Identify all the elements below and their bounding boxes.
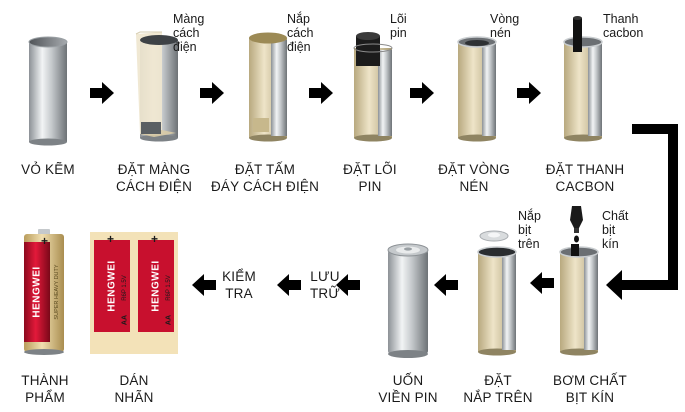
insulating-membrane-can-image (132, 30, 182, 142)
brand-text: HENGWEI (31, 266, 43, 318)
process-arrow-icon (200, 82, 224, 104)
process-arrow-left-icon (192, 274, 216, 296)
note-nap-bit-tren: Nắp bịt trên (518, 209, 541, 251)
size-text: AA (165, 314, 173, 326)
process-arrow-left-icon (434, 274, 458, 296)
step-label-uon-vien-pin: UỐN VIỀN PIN (378, 373, 438, 405)
process-arrow-icon (90, 82, 114, 104)
curled-edge-can-image (386, 240, 430, 362)
sealant-injection-can-image (556, 206, 602, 358)
process-arrow-icon (309, 82, 333, 104)
insulating-plate-can-image (245, 30, 291, 142)
step-label-dat-nap-tren: ĐẶT NẮP TRÊN (463, 373, 533, 405)
process-arrow-left-icon (336, 274, 360, 296)
model-text: R6P 1.5V (122, 275, 128, 301)
step-label-dat-tam-day-cach-dien: ĐẶT TẤM ĐÁY CÁCH ĐIỆN (210, 162, 320, 194)
step-label-dat-vong-nen: ĐẶT VÒNG NÉN (438, 162, 510, 194)
step-label-dat-mang-cach-dien: ĐẶT MÀNG CÁCH ĐIỆN (115, 162, 193, 194)
step-label-dat-loi-pin: ĐẶT LÕI PIN (343, 162, 397, 194)
note-loi-pin: Lõi pin (390, 12, 407, 40)
brand-text: HENGWEI (150, 260, 162, 312)
process-arrow-left-icon (277, 274, 301, 296)
model-text: R6P 1.5V (166, 275, 172, 301)
step-label-vo-kem: VỎ KẼM (21, 162, 75, 177)
process-arrow-icon (517, 82, 541, 104)
top-cap-can-image (472, 226, 522, 358)
finished-battery-image: + HENGWEI SUPER HEAVY DUTY (22, 228, 66, 356)
battery-core-can-image (350, 30, 396, 142)
size-text: AA (121, 314, 129, 326)
step-label-dan-nhan: DÁN NHÃN (114, 373, 154, 405)
step-label-dat-thanh-cacbon: ĐẶT THANH CACBON (545, 162, 625, 194)
plus-sign: + (107, 232, 115, 246)
step-label-kiem-tra: KIỂM TRA (222, 269, 256, 301)
note-vong-nen: Vòng nén (490, 12, 520, 40)
plus-sign: + (41, 234, 49, 248)
brand-text: HENGWEI (106, 260, 118, 312)
note-chat-bit-kin: Chất bịt kín (602, 209, 629, 251)
process-arrow-icon (410, 82, 434, 104)
row-connector-arrow-icon (600, 124, 680, 304)
note-thanh-cacbon: Thanh cacbon (603, 12, 644, 40)
step-label-bom-chat-bit-kin: BƠM CHẤT BỊT KÍN (553, 373, 627, 405)
step-label-thanh-pham: THÀNH PHẨM (21, 373, 69, 405)
step-label-luu-tru: LƯU TRỮ (309, 269, 341, 301)
compression-ring-can-image (454, 30, 500, 142)
process-arrow-left-icon (530, 272, 554, 294)
zinc-can-image (28, 36, 68, 146)
carbon-rod-can-image (560, 16, 606, 142)
note-nap-cach-dien: Nắp cách điện (287, 12, 314, 54)
note-mang-cach-dien: Màng cách điện (173, 12, 205, 54)
tagline-text: SUPER HEAVY DUTY (54, 264, 60, 320)
plus-sign: + (151, 232, 159, 246)
battery-label-sheet-image: + + HENGWEI HENGWEI R6P 1.5V R6P 1.5V AA… (88, 230, 180, 356)
